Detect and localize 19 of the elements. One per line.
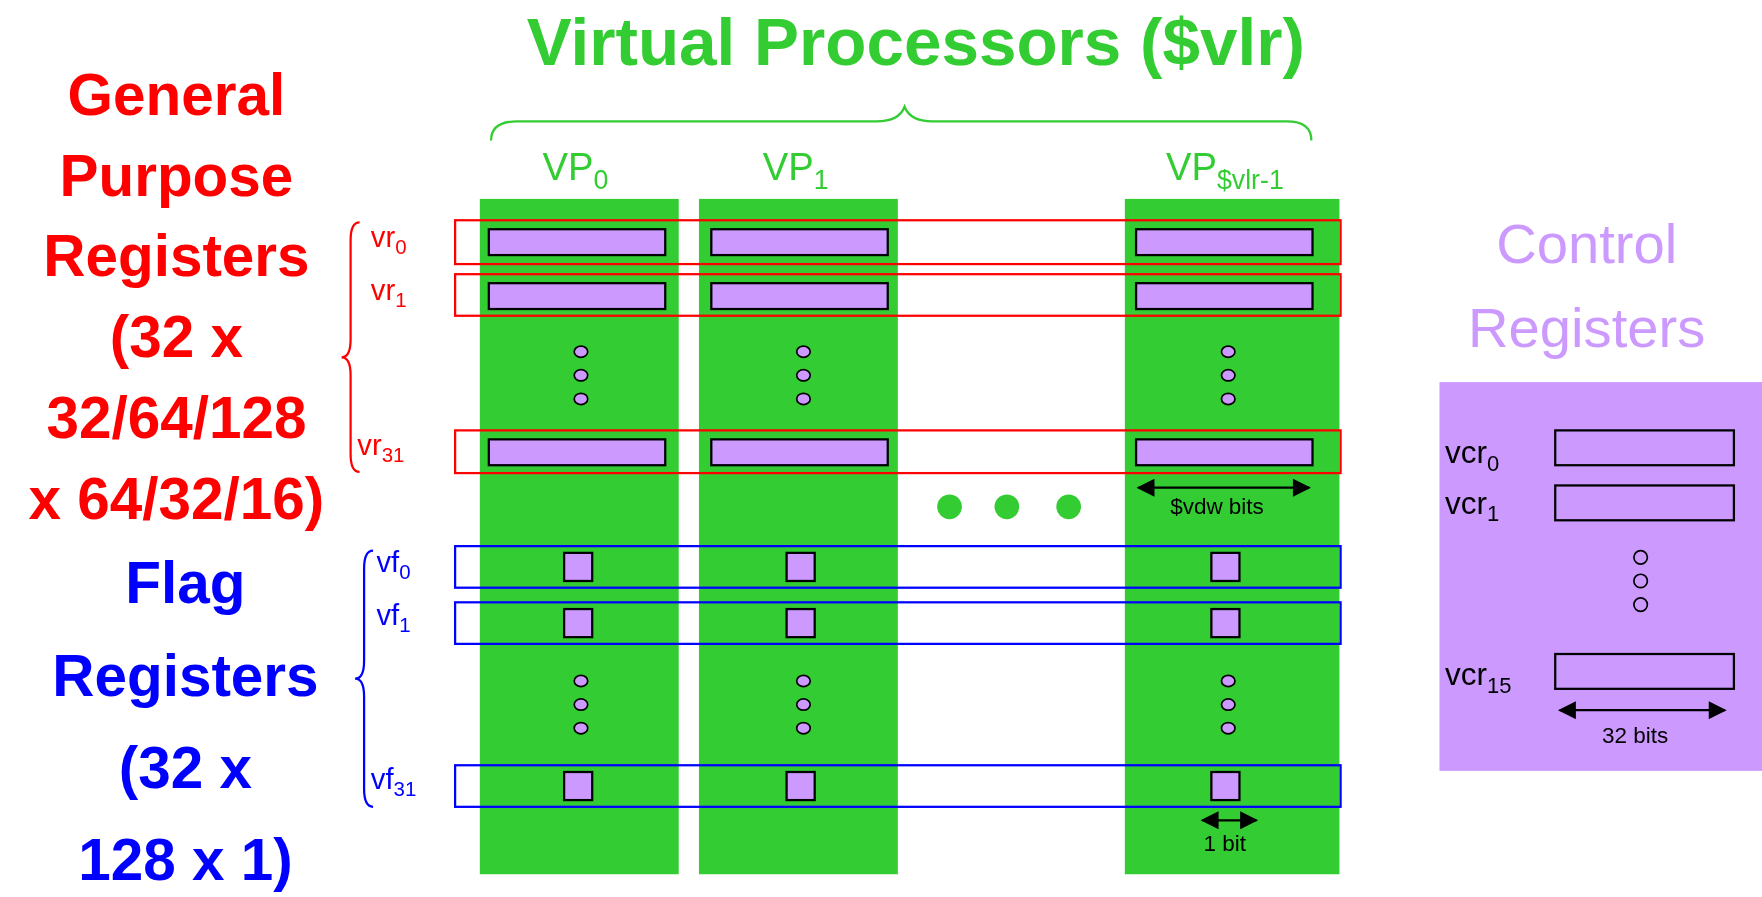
diagram-title: Virtual Processors ($vlr) (525, 3, 1306, 82)
section-heading: Control Registers (1467, 211, 1707, 362)
register-label: vcr$_{15}$ (1445, 656, 1512, 700)
register-label: vcr$_{0}$ (1445, 433, 1500, 478)
column-label: VP$_{$vlr-1}$ (1164, 143, 1285, 197)
section-heading: General Purpose Registers (32 x 32/64/128 x 64/32/16) (27, 60, 326, 534)
dimension-label: $vdw bits (1169, 492, 1265, 520)
dimension-label: 1 bit (1202, 829, 1248, 857)
column-label: VP$_{0}$ (541, 143, 610, 197)
dimension-label: 32 bits (1600, 721, 1670, 749)
register-label: vf$_{1}$ (376, 597, 411, 639)
register-label: vr$_{1}$ (370, 273, 407, 314)
column-label: VP$_{1}$ (761, 143, 830, 197)
register-label: vr$_{0}$ (370, 220, 407, 261)
register-label: vr$_{31}$ (357, 428, 405, 469)
register-label: vcr$_{1}$ (1445, 484, 1500, 528)
section-heading: Flag Registers (32 x 128 x 1) (51, 549, 320, 895)
register-label: vf$_{0}$ (376, 545, 411, 586)
register-label: vf$_{31}$ (370, 761, 417, 803)
